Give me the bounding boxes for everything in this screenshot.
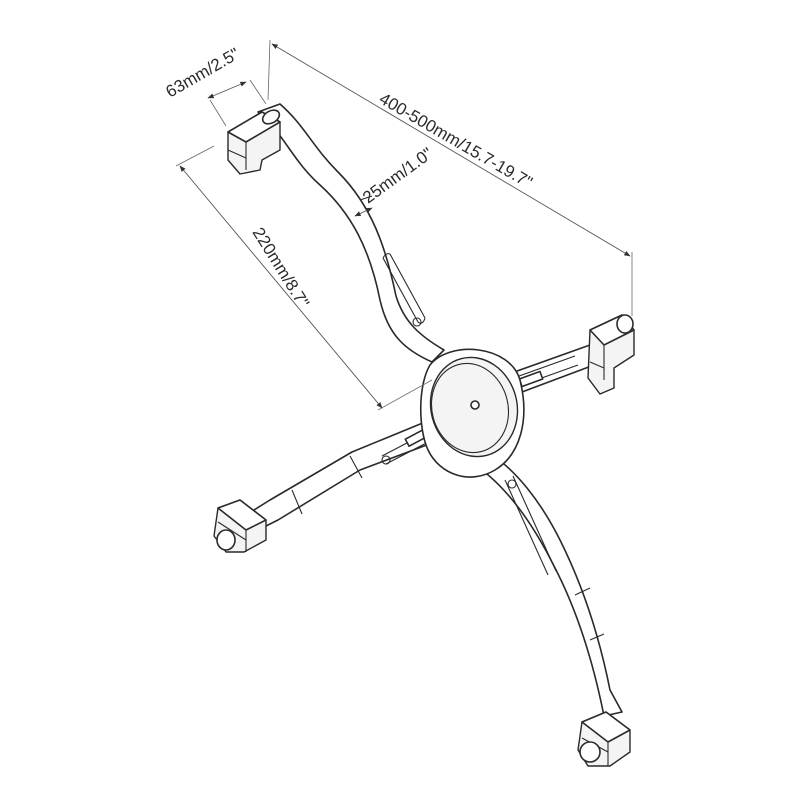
arm-lower-right	[481, 454, 623, 717]
center-bolt-hole	[470, 400, 480, 410]
dimension-grip-width	[207, 79, 267, 127]
dimension-arm-length	[175, 145, 433, 411]
label-grip-width: 63mm/2.5"	[163, 44, 243, 101]
grip-right	[587, 314, 635, 395]
label-arm-width: 25mm/1.0"	[359, 144, 436, 207]
arm-upper-left	[257, 103, 445, 363]
dimension-span-range	[267, 39, 633, 316]
grip-bottom-right	[577, 711, 631, 767]
center-hub	[419, 348, 525, 478]
label-arm-length: 220mm/8.7"	[249, 224, 313, 311]
grip-bottom-left	[213, 499, 267, 553]
grip-top-left	[227, 109, 281, 175]
